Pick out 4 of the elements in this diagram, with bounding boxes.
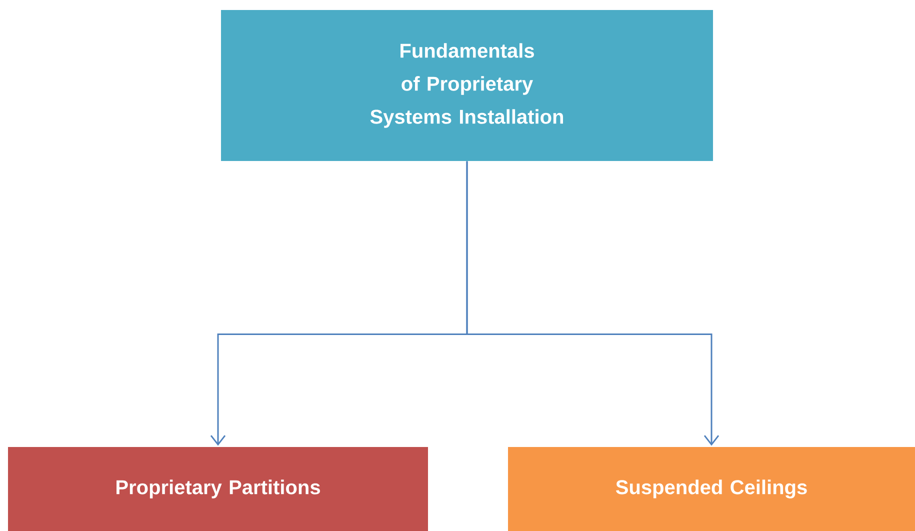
- topic-box: Suspended Ceilings: [508, 447, 915, 531]
- title-box: Fundamentals of Proprietary Systems Installation: [221, 10, 713, 161]
- topic-box: Proprietary Partitions: [8, 447, 428, 531]
- connector-arrow: [466, 161, 720, 446]
